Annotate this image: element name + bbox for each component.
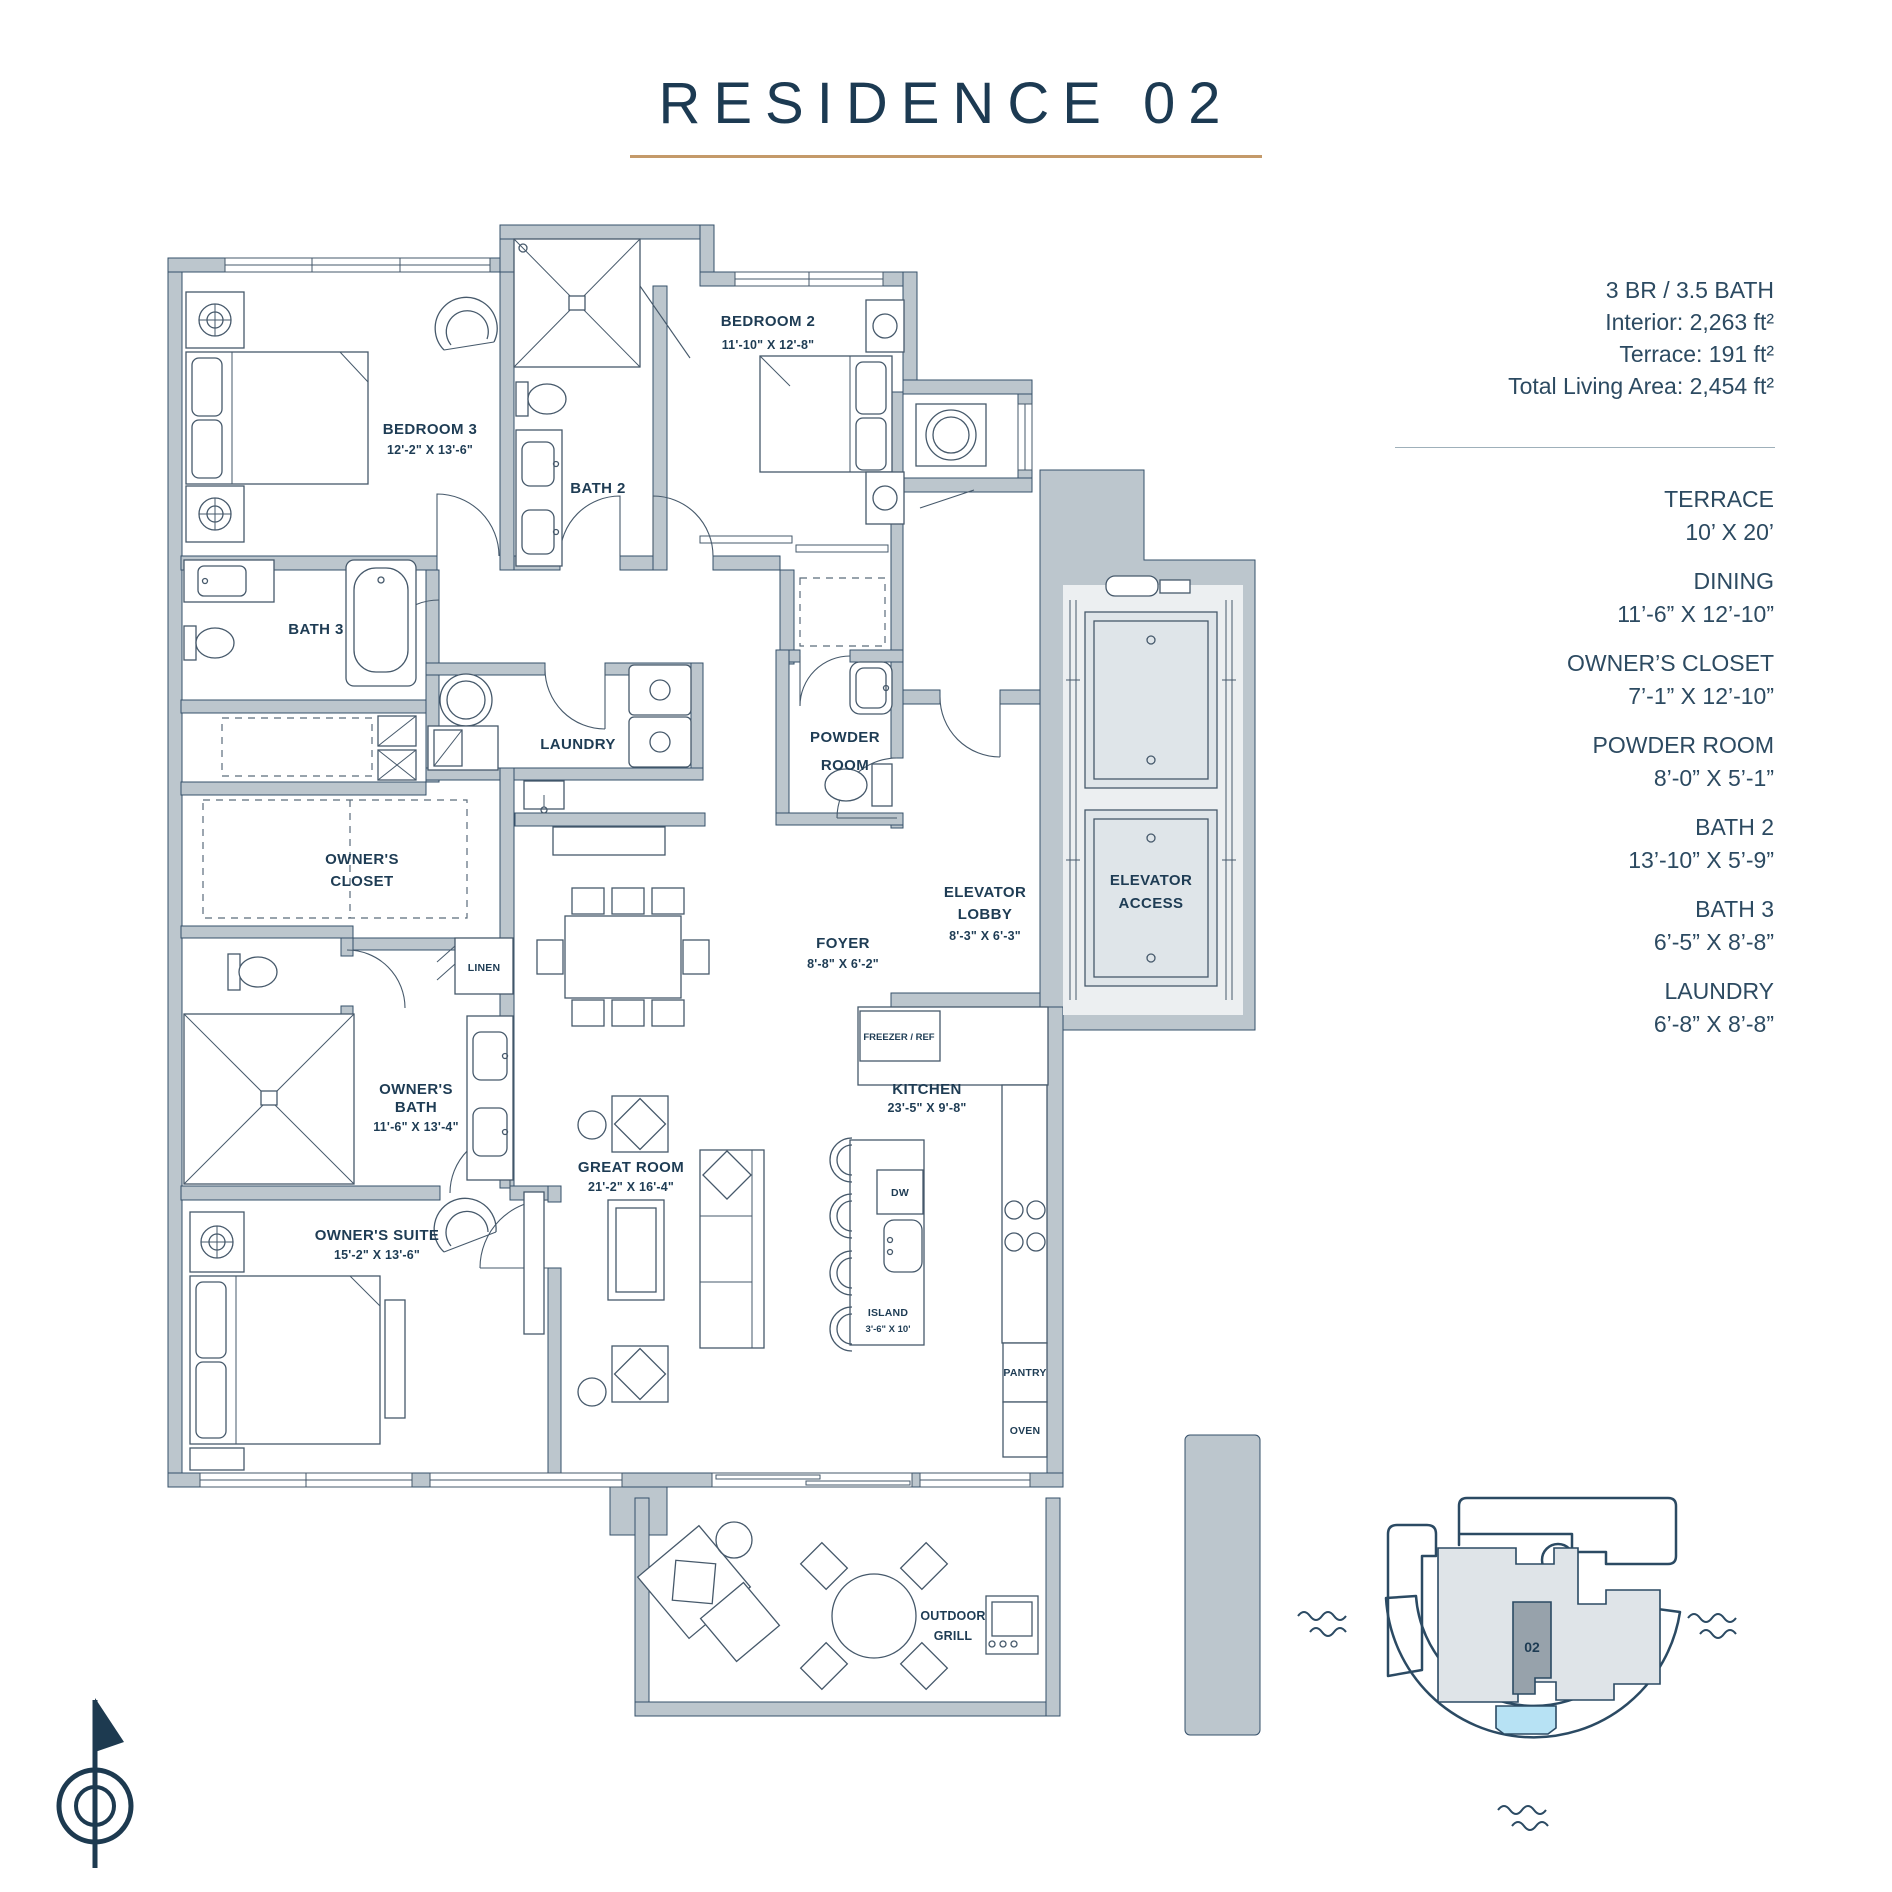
room-item-terrace: TERRACE 10’ X 20’ xyxy=(1664,486,1774,545)
label-freezer: FREEZER / REF xyxy=(863,1032,934,1043)
label-kitchen: KITCHEN xyxy=(892,1081,961,1098)
label-elev-access-2: ACCESS xyxy=(1119,895,1184,912)
header: RESIDENCE 02 xyxy=(0,70,1892,158)
label-bath2: BATH 2 xyxy=(570,480,625,497)
label-oven: OVEN xyxy=(1010,1425,1041,1437)
summary-bed-bath: 3 BR / 3.5 BATH xyxy=(1605,277,1774,303)
furniture xyxy=(183,238,1243,1691)
label-owners-suite-dims: 15'-2" X 13'-6" xyxy=(334,1248,420,1262)
label-elev-lobby-dims: 8'-3" X 6'-3" xyxy=(949,929,1021,943)
label-elev-lobby-2: LOBBY xyxy=(958,906,1013,923)
label-pantry: PANTRY xyxy=(1003,1367,1046,1379)
label-bedroom3-dims: 12'-2" X 13'-6" xyxy=(387,443,473,457)
label-elev-access-1: ELEVATOR xyxy=(1110,872,1192,889)
room-dimension-list: TERRACE 10’ X 20’ DINING 11’-6” X 12’-10… xyxy=(1567,483,1774,1057)
label-island: ISLAND xyxy=(868,1307,909,1319)
label-island-dims: 3'-6" X 10' xyxy=(866,1324,911,1335)
summary-interior: Interior: 2,263 ft² xyxy=(1605,309,1774,335)
label-owners-bath-dims: 11'-6" X 13'-4" xyxy=(373,1120,458,1134)
label-bedroom2: BEDROOM 2 xyxy=(721,313,815,330)
water-waves-icon xyxy=(1297,1611,1737,1831)
room-item-dining: DINING 11’-6” X 12’-10” xyxy=(1617,568,1774,627)
plan-labels: BEDROOM 3 12'-2" X 13'-6" BATH 2 BEDROOM… xyxy=(288,313,1192,1643)
label-kitchen-dims: 23'-5" X 9'-8" xyxy=(888,1101,967,1115)
floor-plan: BEDROOM 3 12'-2" X 13'-6" BATH 2 BEDROOM… xyxy=(56,224,1261,1868)
windows xyxy=(199,257,1033,1488)
label-bath3: BATH 3 xyxy=(288,621,343,638)
label-owners-closet-2: CLOSET xyxy=(330,873,393,890)
site-left-wing xyxy=(1386,1523,1438,1678)
label-powder-1: POWDER xyxy=(810,729,880,746)
unit-summary: 3 BR / 3.5 BATH Interior: 2,263 ft² Terr… xyxy=(1508,274,1774,402)
label-owners-suite: OWNER'S SUITE xyxy=(315,1227,440,1244)
label-bedroom3: BEDROOM 3 xyxy=(383,421,477,438)
north-arrow-icon xyxy=(56,1698,134,1868)
label-bedroom2-dims: 11'-10" X 12'-8" xyxy=(722,338,815,352)
label-foyer: FOYER xyxy=(816,935,870,952)
label-owners-closet-1: OWNER'S xyxy=(325,851,399,868)
summary-total: Total Living Area: 2,454 ft² xyxy=(1508,373,1774,399)
label-dw: DW xyxy=(891,1187,909,1199)
label-outdoor-grill-2: GRILL xyxy=(934,1629,973,1643)
summary-terrace: Terrace: 191 ft² xyxy=(1619,341,1774,367)
site-unit-02 xyxy=(1512,1601,1552,1695)
label-powder-2: ROOM xyxy=(821,757,869,774)
building-site-map: 02 xyxy=(1297,1496,1737,1831)
site-pier xyxy=(1457,1496,1678,1566)
room-item-bath3: BATH 3 6’-5” X 8’-8” xyxy=(1653,896,1774,955)
room-item-laundry: LAUNDRY 6’-8” X 8’-8” xyxy=(1653,978,1774,1037)
site-pool xyxy=(1495,1705,1557,1735)
label-elev-lobby-1: ELEVATOR xyxy=(944,884,1026,901)
label-owners-bath-2: BATH xyxy=(395,1099,437,1116)
label-foyer-dims: 8'-8" X 6'-2" xyxy=(807,957,879,971)
label-great-room-dims: 21'-2" X 16'-4" xyxy=(588,1180,674,1194)
label-linen: LINEN xyxy=(468,962,501,974)
room-item-owners-closet: OWNER’S CLOSET 7’-1” X 12’-10” xyxy=(1566,650,1774,709)
room-item-bath2: BATH 2 13’-10” X 5’-9” xyxy=(1628,814,1774,873)
room-item-powder-room: POWDER ROOM 8’-0” X 5’-1” xyxy=(1592,732,1774,791)
panel-divider xyxy=(1395,447,1775,448)
label-laundry: LAUNDRY xyxy=(540,736,616,753)
label-outdoor-grill-1: OUTDOOR xyxy=(920,1609,985,1623)
site-unit-02-label: 02 xyxy=(1524,1639,1540,1655)
label-great-room: GREAT ROOM xyxy=(578,1159,684,1176)
page-title: RESIDENCE 02 xyxy=(630,70,1262,158)
label-owners-bath-1: OWNER'S xyxy=(379,1081,453,1098)
